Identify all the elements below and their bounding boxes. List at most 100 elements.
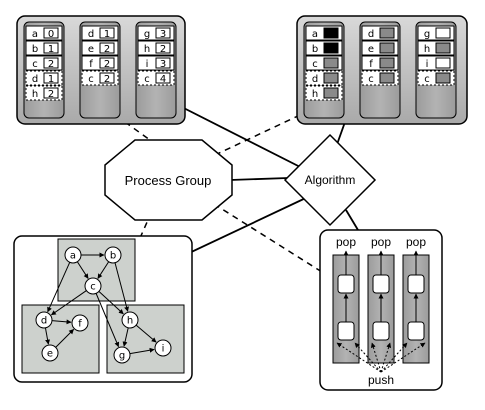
distance-map-value-cell <box>43 27 59 39</box>
graph-node-label: f <box>78 319 82 330</box>
color-map-color-cell-gray <box>379 42 395 54</box>
distance-map-key: c <box>144 74 150 85</box>
distance-map-key: e <box>88 44 94 55</box>
color-map-key: a <box>312 29 318 40</box>
graph-node-label: i <box>162 344 165 355</box>
graph-node-f: f <box>71 314 89 332</box>
process-group-node: Process Group <box>104 139 233 221</box>
graph-node-label: g <box>119 351 125 362</box>
color-map-key: d <box>368 29 374 40</box>
graph-node-circle <box>41 344 59 362</box>
queue-item-back <box>337 321 355 341</box>
push-arrow <box>336 342 382 373</box>
graph-edge-a-c <box>76 261 89 279</box>
color-map-color-cell-white <box>435 57 451 69</box>
distance-map-value-cell <box>155 42 171 54</box>
distance-map-key: b <box>32 44 38 55</box>
process-group-label: Process Group <box>125 173 212 188</box>
color-map-key: f <box>369 59 373 70</box>
color-map-row: g <box>417 25 455 41</box>
distance-map-value-cell <box>99 57 115 69</box>
distance-map-value-cell <box>43 42 59 54</box>
distance-map-value-cell <box>43 57 59 69</box>
color-map-key: e <box>368 44 374 55</box>
graph-node-circle <box>84 277 102 295</box>
graph-edge-c-g <box>95 293 120 348</box>
color-map-color-cell-black <box>323 42 339 54</box>
push-arrow <box>380 342 392 373</box>
push-label: push <box>368 373 394 387</box>
color-map-row: h <box>305 85 343 101</box>
algorithm-diamond <box>283 133 377 227</box>
push-arrow <box>354 342 382 373</box>
graph-node-a: a <box>64 246 82 264</box>
color-map-row: d <box>361 25 399 41</box>
queue-item-front <box>372 274 390 294</box>
graph-node-h: h <box>121 311 139 329</box>
push-arrow <box>380 342 408 373</box>
graph-node-d: d <box>35 311 53 329</box>
distance-map-value: 0 <box>48 29 54 40</box>
distance-map-key: f <box>89 59 93 70</box>
color-map-color-cell-gray <box>379 72 395 84</box>
connector-left-panel-to-process-group <box>124 121 151 141</box>
pop-label-3: pop <box>406 235 426 249</box>
distance-map-key: c <box>32 59 38 70</box>
graph-edge-b-h <box>114 262 130 312</box>
graph-node-circle <box>104 246 122 264</box>
color-map-row: c <box>417 70 455 86</box>
graph-node-label: b <box>110 251 116 262</box>
distance-map-value: 2 <box>104 74 110 85</box>
graph-node-i: i <box>154 339 172 357</box>
graph-partition-left <box>21 304 100 374</box>
connector-graph-to-process-group <box>139 219 149 239</box>
color-map-key: i <box>426 59 429 70</box>
color-map-key: g <box>424 29 430 40</box>
distance-map-key: h <box>32 89 38 100</box>
color-map-color-cell-gray <box>323 57 339 69</box>
connector-algorithm-to-queues <box>345 209 359 231</box>
connector-left-panel-to-algorithm <box>159 95 319 177</box>
graph-edge-d-f <box>51 319 72 325</box>
graph-node-c: c <box>84 277 102 295</box>
push-arrow <box>370 342 382 373</box>
color-map-row: f <box>361 55 399 71</box>
graph-edge-e-f <box>55 329 74 348</box>
connector-lines <box>124 95 359 273</box>
distance-map-value-cell <box>99 72 115 84</box>
queue-item-front <box>337 274 355 294</box>
distance-map-value-cell <box>155 27 171 39</box>
distance-map-value-cell <box>155 57 171 69</box>
color-map-color-cell-gray <box>435 42 451 54</box>
distance-map-value: 2 <box>104 59 110 70</box>
queue-item-front <box>407 274 425 294</box>
color-map-color-cell-gray <box>379 27 395 39</box>
distance-map-key: i <box>146 59 149 70</box>
color-map-color-cell-gray <box>379 57 395 69</box>
queue-item-back <box>372 321 390 341</box>
distance-map-key: d <box>32 74 38 85</box>
pop-label-1: pop <box>336 235 356 249</box>
graph-edge-b-c <box>97 261 110 279</box>
color-map-color-cell-gray <box>323 87 339 99</box>
color-map-row: d <box>305 70 343 86</box>
color-map-key: h <box>424 44 430 55</box>
distance-map-value-cell <box>43 72 59 84</box>
graph-edges <box>44 252 157 355</box>
